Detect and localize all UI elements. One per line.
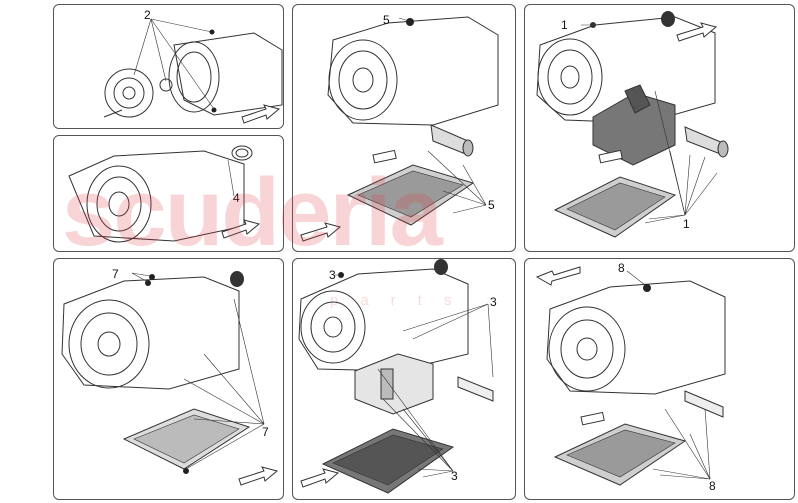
gearbox-icon xyxy=(61,271,279,486)
valve-body-icon xyxy=(592,84,676,166)
arrow-icon xyxy=(238,466,279,486)
oil-pan-icon xyxy=(346,164,475,226)
callout-label: 7 xyxy=(112,267,119,281)
callout-label: 7 xyxy=(262,425,269,439)
callout-label: 3 xyxy=(490,295,497,309)
callout-label: 5 xyxy=(488,198,495,212)
gearbox-icon xyxy=(298,259,494,494)
filter-icon xyxy=(457,376,494,402)
callout-label: 3 xyxy=(329,268,336,282)
oil-pan-icon xyxy=(122,408,251,470)
panel-valve-body: 1 1 xyxy=(524,4,795,252)
callout-label: 4 xyxy=(233,191,240,205)
arrow-icon xyxy=(676,22,718,42)
filter-icon xyxy=(684,390,724,418)
filter-icon xyxy=(430,124,474,157)
callout-label: 1 xyxy=(561,18,568,32)
arrow-icon xyxy=(300,222,342,242)
arrow-icon xyxy=(241,104,281,124)
callout-label: 5 xyxy=(383,13,390,27)
oil-pan-icon xyxy=(321,428,455,494)
arrow-icon xyxy=(221,219,261,239)
gearbox-icon xyxy=(103,18,283,124)
callout-label: 8 xyxy=(709,479,716,493)
callout-label: 1 xyxy=(683,217,690,231)
callout-label: 3 xyxy=(451,469,458,483)
panel-oil-pan: 5 5 xyxy=(292,4,516,252)
gearbox-icon xyxy=(300,16,499,242)
panel-gearbox-kit: 3 3 3 xyxy=(292,258,516,500)
gearbox-icon xyxy=(535,266,726,486)
arrow-icon xyxy=(300,468,340,488)
callout-label: 2 xyxy=(144,8,151,22)
panel-complete-gearbox: 8 8 xyxy=(524,258,795,500)
panel-torque-converter: 2 xyxy=(53,4,284,129)
gearbox-icon xyxy=(536,11,729,238)
arrow-icon xyxy=(535,266,581,286)
filter-icon xyxy=(684,126,729,158)
oil-pan-icon xyxy=(553,176,677,238)
valve-body-icon xyxy=(354,353,434,415)
callout-label: 8 xyxy=(618,261,625,275)
gearbox-icon xyxy=(68,145,261,243)
panel-seal: 4 xyxy=(53,135,284,252)
panel-sensors: 7 7 xyxy=(53,258,284,500)
oil-pan-icon xyxy=(553,423,687,486)
